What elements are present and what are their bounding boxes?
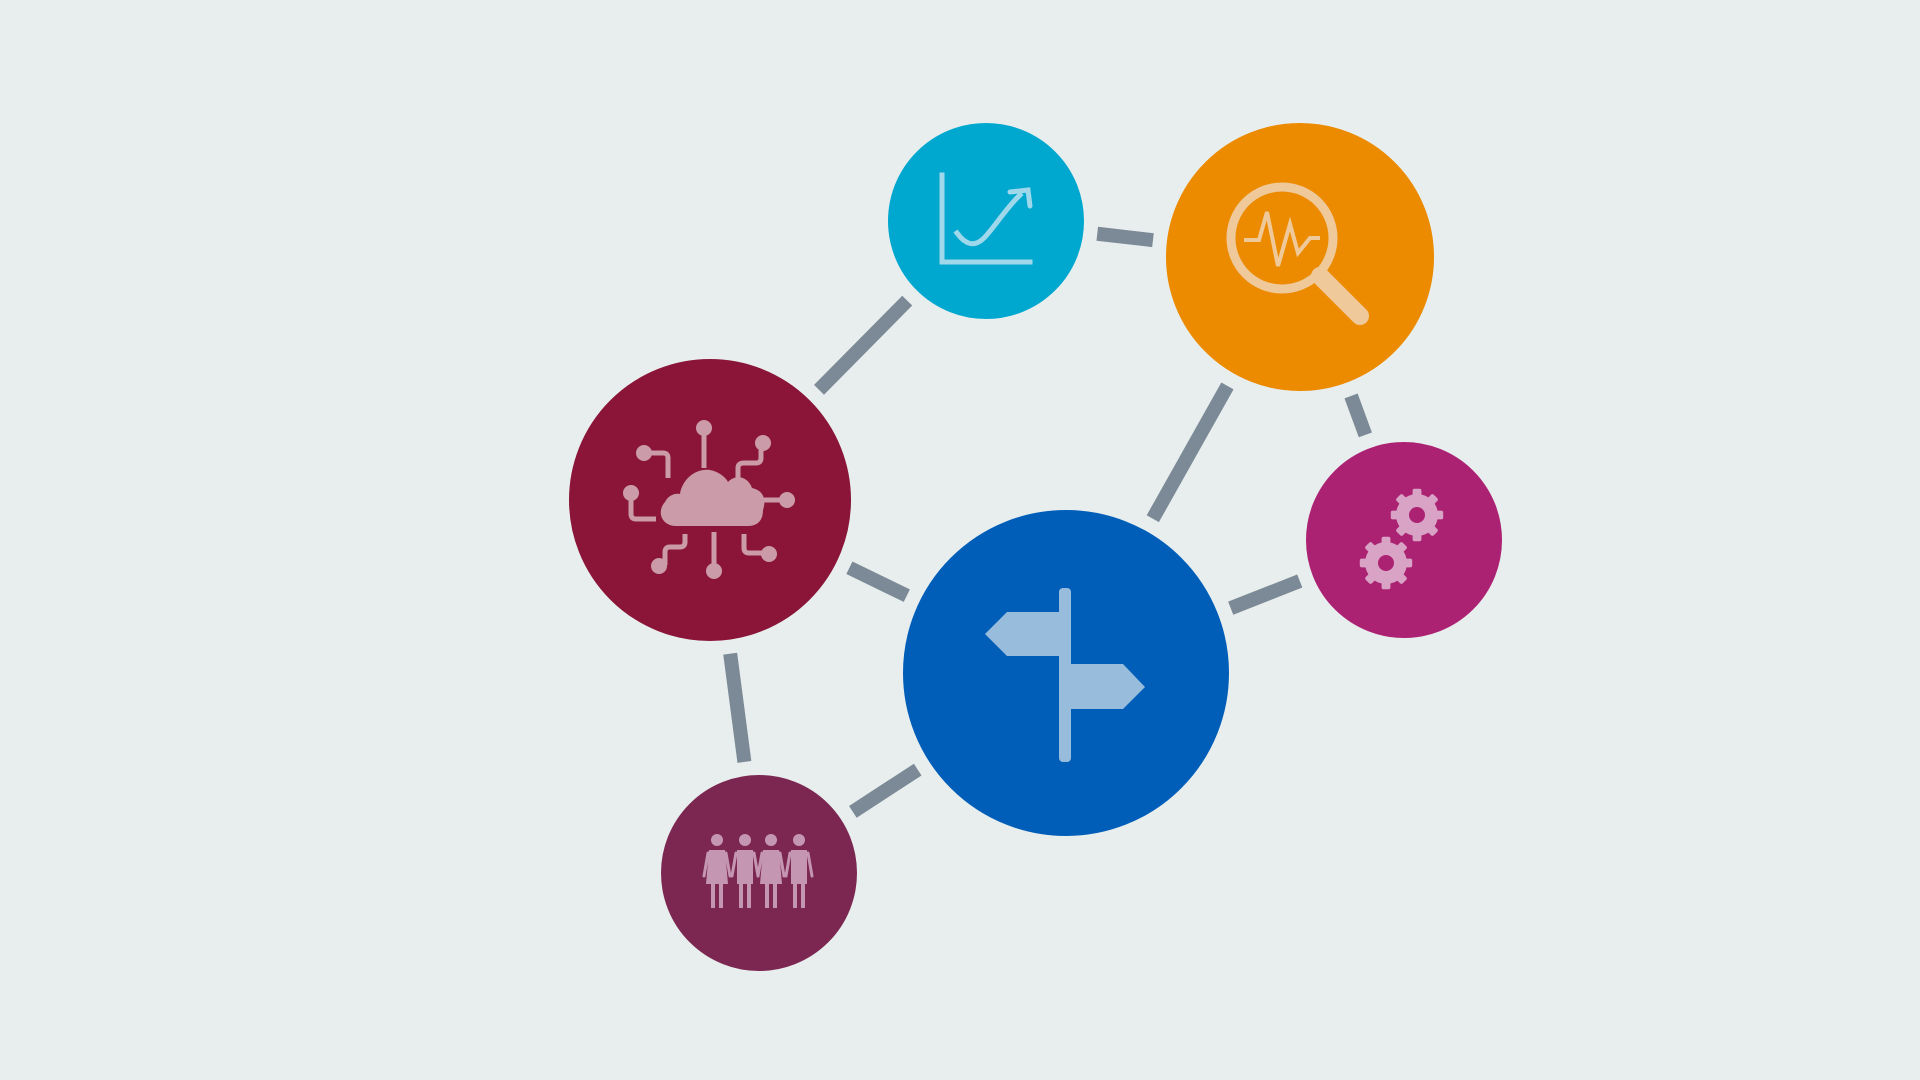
connector-analysis-gears xyxy=(1344,393,1372,438)
analysis-node xyxy=(1162,119,1438,395)
direction-node xyxy=(899,506,1233,840)
magnifier-pulse-icon xyxy=(1226,182,1369,325)
connectors xyxy=(723,226,1372,818)
cloud-network-icon xyxy=(623,420,795,579)
line-chart-icon xyxy=(939,172,1033,265)
connector-direction-gears xyxy=(1228,574,1303,615)
gears-node xyxy=(1302,438,1506,642)
connector-analysis-direction xyxy=(1146,382,1234,523)
people-node xyxy=(657,771,861,975)
connector-cloud-direction xyxy=(846,561,910,602)
chart-node xyxy=(884,119,1088,323)
connector-cloud-people xyxy=(723,652,752,763)
connector-chart-cloud xyxy=(814,295,913,395)
cloud-node xyxy=(565,355,855,645)
signpost-icon xyxy=(985,588,1145,762)
connector-chart-analysis xyxy=(1096,226,1154,248)
people-group-icon xyxy=(702,834,814,908)
connector-direction-people xyxy=(849,763,922,818)
gears-icon xyxy=(1359,488,1444,590)
